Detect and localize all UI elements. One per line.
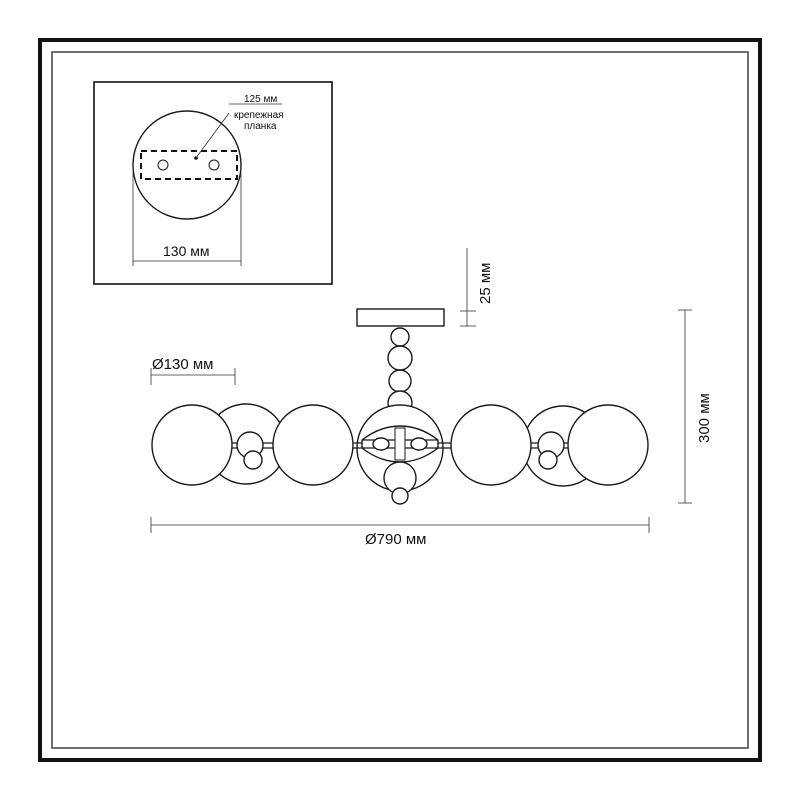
lamp-holder-right-small (538, 450, 558, 470)
plate-name-line1: крепежная (234, 110, 284, 121)
canopy-height-dimension: 25 мм (460, 248, 494, 327)
total-height-dimension: 300 мм (678, 309, 713, 504)
hub-clip-left (372, 437, 390, 451)
plate-name-line2: планка (244, 121, 277, 132)
stem-bead-1 (390, 327, 410, 347)
front-globe-1 (151, 404, 233, 486)
front-globe-2 (272, 404, 354, 486)
mount-hole-left (157, 159, 169, 171)
plate-label-leader (195, 112, 230, 159)
inset-width-label: 130 мм (163, 243, 210, 259)
bottom-bead-2 (391, 487, 409, 505)
outer-frame (38, 38, 762, 762)
mounting-bar-dashed (140, 150, 238, 180)
canopy-plate-circle (132, 110, 242, 220)
hub-clip-right (410, 437, 428, 451)
ceiling-canopy (356, 308, 445, 327)
mount-hole-right (208, 159, 220, 171)
globe-diameter-dimension: Ø130 мм (150, 356, 236, 385)
chandelier (151, 308, 649, 505)
canopy-height-label: 25 мм (477, 263, 494, 304)
front-globe-4 (567, 404, 649, 486)
lamp-holder-left-small (243, 450, 263, 470)
total-height-label: 300 мм (696, 393, 713, 443)
total-diameter-label: Ø790 мм (365, 531, 427, 548)
stem-bead-2 (387, 345, 413, 371)
total-diameter-dimension: Ø790 мм (150, 517, 650, 548)
globe-diameter-label: Ø130 мм (152, 356, 214, 373)
mounting-plate-inset: 125 мм крепежная планка 130 мм (93, 81, 333, 285)
stem-bead-3 (388, 369, 412, 393)
hub-center-stem (394, 427, 406, 461)
inner-frame (51, 51, 749, 749)
front-globe-3 (450, 404, 532, 486)
plate-dim-label: 125 мм (244, 94, 277, 105)
